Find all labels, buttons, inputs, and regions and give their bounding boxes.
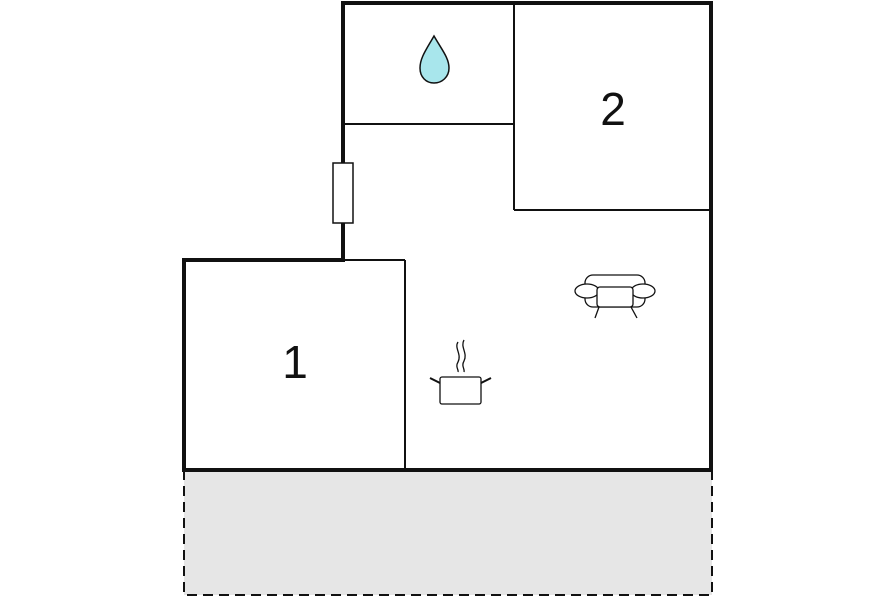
room-number-1: 1	[282, 336, 308, 388]
interior-walls	[343, 3, 711, 470]
door-icon	[332, 162, 354, 224]
terrace-area	[183, 469, 713, 596]
sofa-icon	[574, 274, 656, 319]
room-number-2: 2	[600, 83, 626, 135]
outer-wall	[182, 1, 713, 472]
water-drop-icon	[419, 34, 450, 84]
cooking-pot-icon	[429, 339, 492, 405]
